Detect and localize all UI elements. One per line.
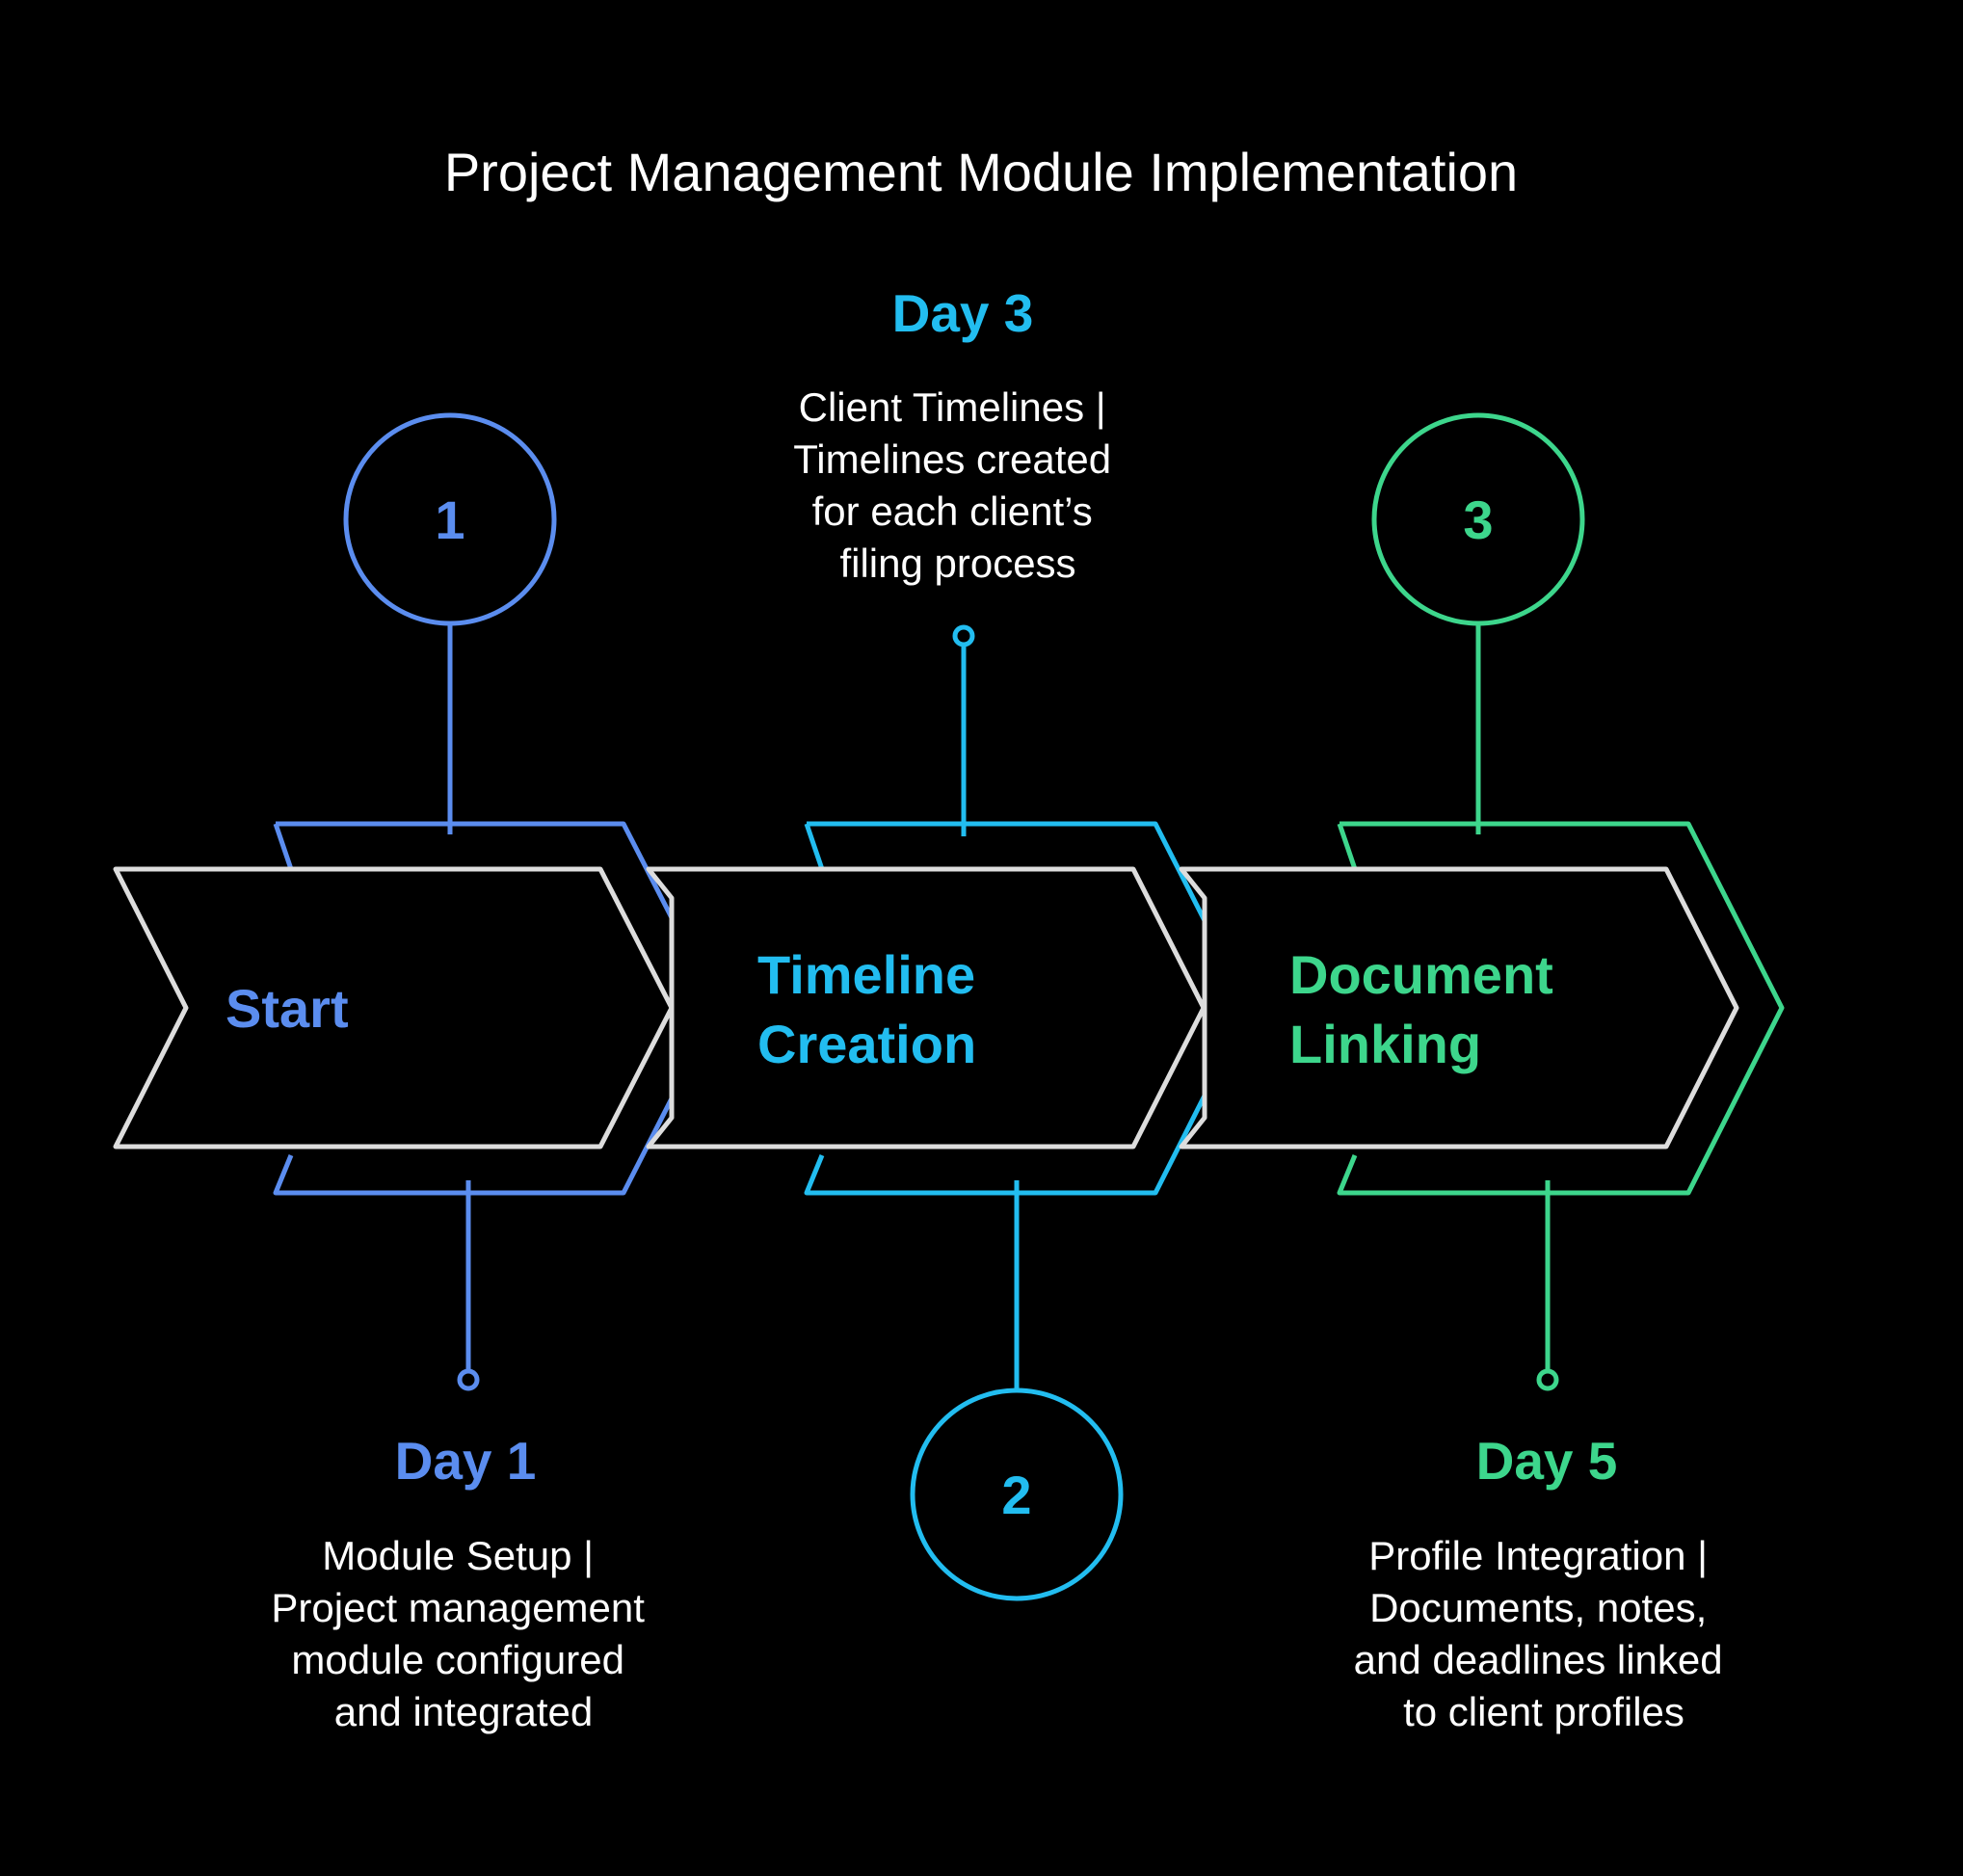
step-3-name-line: Document: [1289, 944, 1553, 1005]
step-1-name: Start: [225, 978, 349, 1039]
step-2-number: 2: [1001, 1465, 1031, 1525]
step-1-description-line: and integrated: [334, 1689, 594, 1734]
step-1-connector-dot: [457, 1368, 480, 1391]
step-2-name-line: Timeline: [757, 944, 975, 1005]
step-2-description-line: Timelines created: [793, 436, 1111, 482]
step-2-description-line: filing process: [839, 541, 1075, 586]
step-3: Document Linking 3 Day 5 Profile Integra…: [1179, 412, 1785, 1734]
step-1: Start 1 Day 1 Module Setup | Project man…: [113, 412, 721, 1734]
step-1-description-line: Project management: [271, 1585, 645, 1630]
step-3-connector-dot: [1536, 1368, 1559, 1391]
step-3-day: Day 5: [1476, 1431, 1618, 1491]
step-3-colored-chevron: [1337, 821, 1785, 1196]
step-2-connector-dot: [952, 624, 975, 647]
step-3-white-chevron: [1179, 866, 1739, 1149]
step-3-description-line: Profile Integration |: [1368, 1533, 1708, 1578]
step-2-description-line: Client Timelines |: [799, 384, 1106, 430]
step-2: Timeline Creation Day 3 Client Timelines…: [646, 283, 1252, 1601]
step-2-white-chevron: [646, 866, 1207, 1149]
step-2-name-line: Creation: [757, 1014, 976, 1074]
step-1-number-circle: [343, 412, 557, 626]
diagram-title: Project Management Module Implementation: [444, 142, 1518, 202]
step-2-name: Timeline Creation: [757, 944, 991, 1074]
step-3-number: 3: [1463, 489, 1493, 550]
step-1-description-line: module configured: [291, 1637, 624, 1682]
step-1-description-line: Module Setup |: [322, 1533, 594, 1578]
step-1-day: Day 1: [395, 1431, 537, 1491]
step-3-description-line: Documents, notes,: [1369, 1585, 1707, 1630]
step-3-description-line: and deadlines linked: [1354, 1637, 1723, 1682]
step-3-number-circle: [1371, 412, 1585, 626]
step-2-description-line: for each client’s: [812, 489, 1093, 534]
step-1-white-chevron: [113, 866, 675, 1149]
step-2-day: Day 3: [892, 283, 1034, 343]
step-3-name: Document Linking: [1289, 944, 1568, 1074]
step-2-number-circle: [910, 1387, 1124, 1601]
step-3-name-line: Linking: [1289, 1014, 1481, 1074]
step-1-description: Module Setup | Project management module…: [271, 1533, 655, 1734]
step-3-description: Profile Integration | Documents, notes, …: [1354, 1533, 1735, 1734]
step-2-description: Client Timelines | Timelines created for…: [793, 384, 1123, 586]
step-1-number: 1: [435, 489, 464, 550]
step-3-description-line: to client profiles: [1403, 1689, 1684, 1734]
